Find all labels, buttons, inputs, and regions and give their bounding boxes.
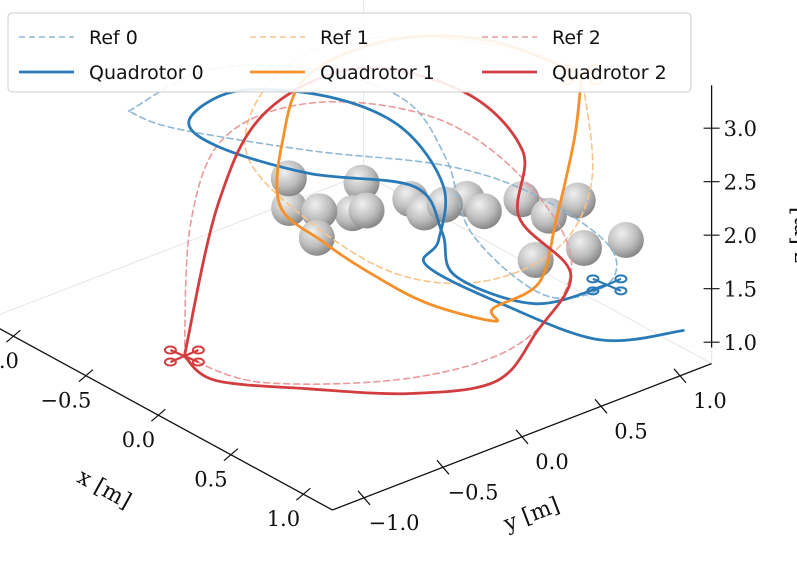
y-tick-0 — [357, 490, 371, 506]
y-axis-label: y [m] — [500, 493, 564, 537]
obstacle-sphere-16 — [607, 221, 644, 258]
x-tick-label-1: −0.5 — [40, 389, 91, 413]
obstacle-sphere-1 — [270, 160, 307, 197]
x-axis-label: x [m] — [73, 465, 135, 515]
z-tick-label-2: 2.0 — [724, 224, 757, 248]
x-tick-label-0: −1.0 — [0, 349, 19, 373]
x-tick-label-3: 0.5 — [194, 468, 227, 492]
y-tick-label-3: 0.5 — [614, 419, 647, 443]
x-tick-0 — [6, 329, 21, 343]
obstacle-sphere-5 — [503, 181, 540, 218]
y-tick-1 — [436, 459, 450, 475]
obstacle-sphere-9 — [301, 193, 338, 230]
obstacle-sphere-8 — [465, 193, 502, 230]
y-tick-4 — [673, 368, 687, 384]
quadrotor-rotor — [191, 357, 205, 367]
quadrotor-rotor — [163, 345, 177, 355]
y-tick-3 — [594, 398, 608, 414]
quadrotor-rotor — [614, 286, 628, 296]
y-tick-label-1: −0.5 — [448, 480, 499, 504]
legend-label-3: Quadrotor 0 — [89, 62, 204, 84]
x-tick-2 — [151, 408, 166, 422]
z-tick-label-0: 1.0 — [724, 331, 757, 355]
legend-label-4: Quadrotor 1 — [320, 62, 435, 84]
quadrotor-rotor — [614, 274, 628, 284]
z-axis-label: z [m] — [788, 207, 797, 264]
y-tick-label-4: 1.0 — [693, 389, 726, 413]
y-tick-2 — [515, 429, 529, 445]
axes: −1.0 −0.5 0.0 0.5 1.0 x [m] −1.0 −0.5 0.0 0.5 1.0 y… — [0, 85, 797, 537]
legend-label-0: Ref 0 — [89, 27, 138, 49]
quadrotor-rotor — [191, 345, 205, 355]
quadrotor-icon-0 — [586, 274, 628, 296]
x-tick-1 — [78, 369, 94, 383]
quadrotor-icon-2 — [163, 345, 205, 367]
obstacle-sphere-10 — [348, 192, 385, 229]
z-tick-label-4: 3.0 — [724, 117, 757, 141]
obstacle-sphere-15 — [565, 230, 602, 267]
obstacle-sphere-0 — [271, 189, 308, 226]
trajectory-quadrotor-0 — [187, 88, 685, 343]
y-tick-label-2: 0.0 — [535, 450, 568, 474]
quadrotor-rotor — [586, 274, 600, 284]
x-tick-label-4: 1.0 — [267, 507, 300, 531]
z-tick-label-1: 1.5 — [724, 278, 757, 302]
y-tick-label-0: −1.0 — [369, 511, 420, 535]
quadrotor-rotor — [163, 357, 177, 367]
trajectory-ref-2 — [183, 100, 573, 385]
x-tick-4 — [296, 487, 311, 501]
trajectory-quadrotor-2 — [183, 66, 573, 396]
legend-label-1: Ref 1 — [320, 27, 369, 49]
obstacle-sphere-14 — [559, 182, 596, 219]
legend-label-5: Quadrotor 2 — [552, 62, 667, 84]
z-tick-label-3: 2.5 — [724, 171, 757, 195]
legend-label-2: Ref 2 — [552, 27, 601, 49]
legend: Ref 0 Ref 1 Ref 2 Quadrotor 0 Quadrotor 1 Qua… — [7, 12, 692, 93]
quadrotor-rotor — [586, 286, 600, 296]
x-tick-3 — [223, 448, 239, 462]
obstacle-sphere-2 — [343, 164, 380, 201]
x-tick-label-2: 0.0 — [122, 428, 155, 452]
